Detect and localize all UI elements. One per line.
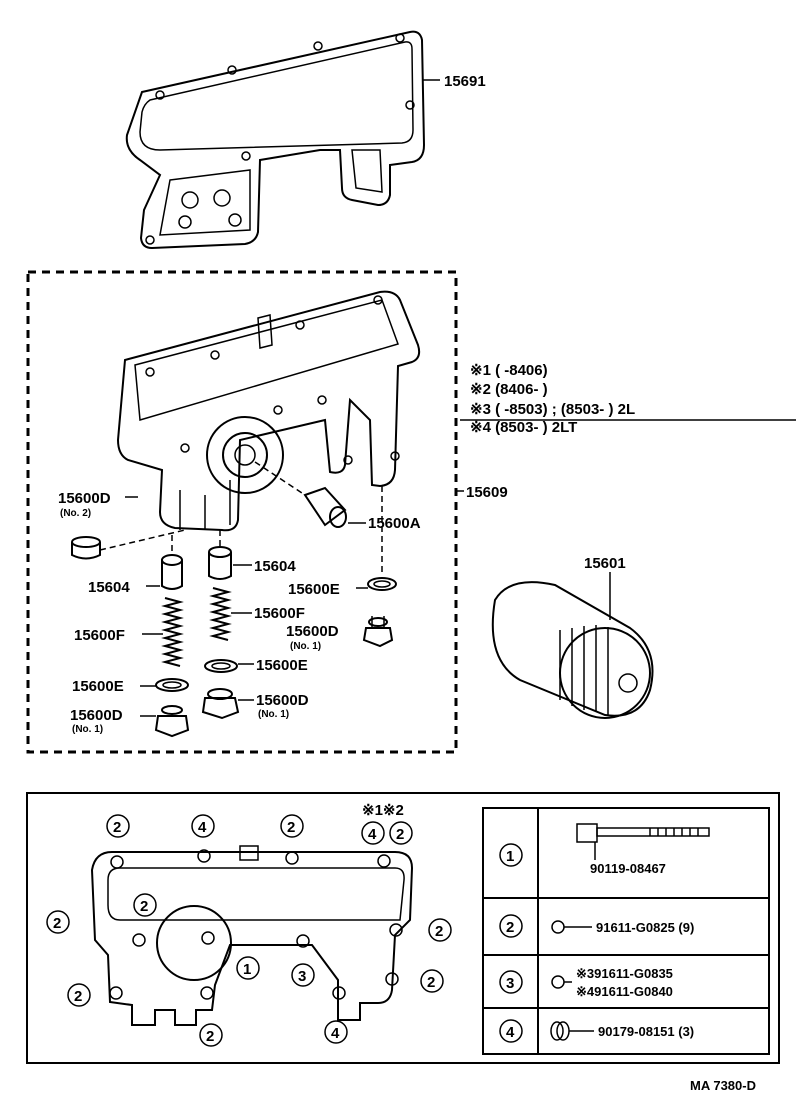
plug-d-left-part-number: 15600D xyxy=(70,707,123,724)
marker-right-2: 2 xyxy=(427,974,435,991)
piston-left-drawing xyxy=(161,535,183,590)
table-key-4: 4 xyxy=(506,1024,515,1041)
spring-left-drawing xyxy=(161,597,184,667)
gasket-drawing xyxy=(125,30,440,250)
bolt-layout-drawing xyxy=(90,845,414,1026)
plug-d-right-part-number: 15600D xyxy=(286,623,339,640)
table-key-1: 1 xyxy=(506,848,514,865)
marker-center-1: 1 xyxy=(243,961,251,978)
piston-right-part-number: 15604 xyxy=(254,558,296,575)
oil-filter-part-number: 15601 xyxy=(584,555,626,572)
marker-right-1: 2 xyxy=(435,923,443,940)
marker-left-1: 2 xyxy=(53,915,61,932)
piston-right-drawing xyxy=(208,530,232,580)
marker-top-4b: 2 xyxy=(396,826,404,843)
spring-right-drawing xyxy=(209,587,232,641)
gasket-part-number: 15691 xyxy=(444,73,486,90)
plug-d-center-part-number: 15600D xyxy=(256,692,309,709)
bolt-markers: 2 4 2 4 2 2 2 2 1 3 2 4 2 2 xyxy=(46,814,452,1047)
gasket-e-left-drawing xyxy=(155,678,189,692)
spring-right-part-number: 15600F xyxy=(254,605,305,622)
plug-d-left-drawing xyxy=(154,705,190,738)
plug-d-center-sub-label: (No. 1) xyxy=(258,709,289,720)
marker-center-3: 3 xyxy=(298,968,306,985)
plug-d-right-sub-label: (No. 1) xyxy=(290,641,321,652)
bolt-table: 1 2 3 4 90119-08467 91611-G0825 (9) ※391… xyxy=(482,807,770,1055)
marker-bottom-2: 2 xyxy=(206,1028,214,1045)
table-key-2: 2 xyxy=(506,919,514,936)
plug-d-left-sub-label: (No. 1) xyxy=(72,724,103,735)
oil-filter-drawing xyxy=(491,572,654,719)
note-3: ※3 ( -8503) ; (8503- ) 2L xyxy=(470,401,635,418)
gasket-e-right-top-part-number: 15600E xyxy=(288,581,340,598)
spring-left-part-number: 15600F xyxy=(74,627,125,644)
plug-d-right-drawing xyxy=(362,616,394,648)
gasket-e-right-top-drawing xyxy=(367,486,397,591)
assembly-dashed-frame xyxy=(26,270,458,754)
table-key-3: 3 xyxy=(506,975,514,992)
plug-no2-drawing xyxy=(71,529,186,560)
table-row-1-part: 90119-08467 xyxy=(590,861,666,876)
marker-top-4a: 4 xyxy=(368,826,377,843)
applicability-notes: ※1 ( -8406) ※2 (8406- ) ※3 ( -8503) ; (8… xyxy=(460,362,796,436)
note-1: ※1 ( -8406) xyxy=(470,362,548,379)
stud-bolt-icon xyxy=(550,1021,564,1041)
table-row-3-part-b: ※491611-G0840 xyxy=(576,984,673,999)
relief-valve-part-number: 15600A xyxy=(368,515,421,532)
marker-left-2: 2 xyxy=(74,988,82,1005)
marker-inner-1: 2 xyxy=(140,898,148,915)
gasket-e-mid-part-number: 15600E xyxy=(256,657,308,674)
figure-code: MA 7380-D xyxy=(690,1078,756,1093)
marker-bottom-4: 4 xyxy=(331,1025,340,1042)
bolt-diagram-frame xyxy=(26,792,780,1064)
gasket-e-mid-drawing xyxy=(204,659,238,673)
bolt-b-icon-2 xyxy=(551,975,565,989)
plug-d-center-drawing xyxy=(201,688,240,720)
marker-top-1: 2 xyxy=(113,819,121,836)
relief-valve-drawing xyxy=(254,461,347,528)
marker-top-3: 2 xyxy=(287,819,295,836)
plug-no2-part-number: 15600D xyxy=(58,490,111,507)
plug-no2-sub-label: (No. 2) xyxy=(60,508,91,519)
piston-left-part-number: 15604 xyxy=(88,579,130,596)
table-row-4-part: 90179-08151 (3) xyxy=(598,1024,694,1039)
table-row-2-part: 91611-G0825 (9) xyxy=(596,920,694,935)
note-4: ※4 (8503- ) 2LT xyxy=(470,419,577,436)
bolt-top-note: ※1※2 xyxy=(362,802,404,819)
long-bolt-icon xyxy=(576,823,710,860)
gasket-e-left-part-number: 15600E xyxy=(72,678,124,695)
oil-cooler-body-drawing xyxy=(116,290,421,532)
bolt-b-icon xyxy=(551,920,565,934)
note-2: ※2 (8406- ) xyxy=(470,381,548,398)
marker-top-2: 4 xyxy=(198,819,207,836)
table-row-3-part-a: ※391611-G0835 xyxy=(576,966,673,981)
oil-cooler-body-part-number: 15609 xyxy=(466,484,508,501)
